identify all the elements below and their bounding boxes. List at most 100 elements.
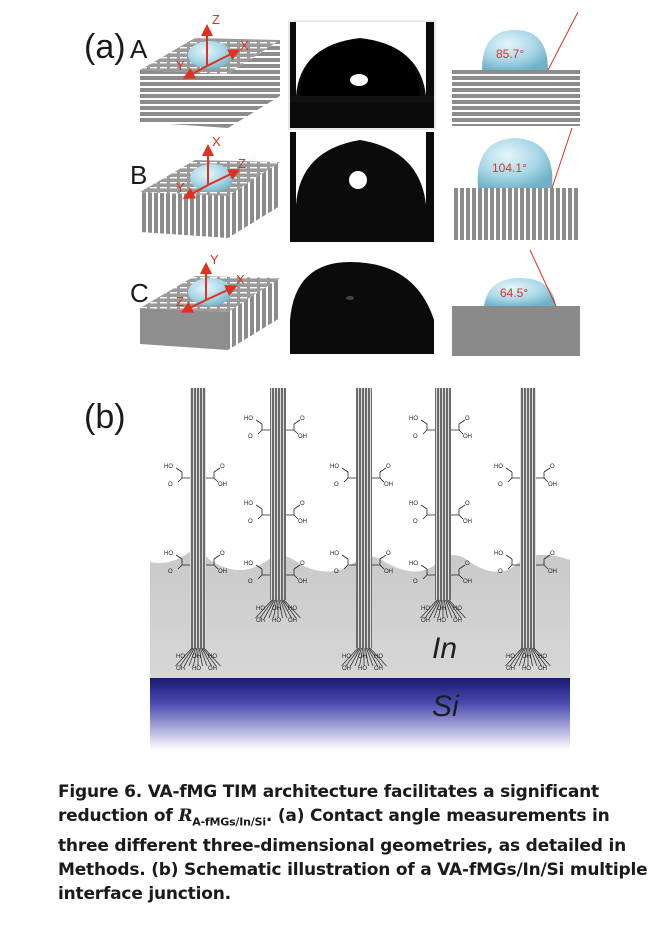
chem-label: OH [522, 654, 531, 660]
chem-label: HO [164, 551, 173, 557]
chem-label: OH [374, 666, 383, 672]
axis-c-left: Z [176, 294, 184, 309]
caption-r-subscript: A-fMGs/In/Si [192, 815, 266, 829]
axis-c-up: Y [210, 252, 219, 267]
axis-a-up: Z [212, 12, 220, 27]
axis-c-right: X [236, 272, 245, 287]
figure-caption: Figure 6. VA-fMG TIM architecture facili… [58, 780, 648, 906]
chem-label: O [334, 482, 339, 488]
droplet-photo-c [290, 248, 434, 354]
chem-label: OH [218, 569, 227, 575]
angle-a: 85.7° [496, 47, 524, 61]
carboxyl-group: OOH [286, 501, 307, 525]
chem-label: O [220, 551, 225, 557]
functional-groups: HO O O OH HO O O OH HO OH HO OH HO OH HO O O OH HO O O OH HO O O… [164, 416, 557, 672]
chem-label: OH [463, 579, 472, 585]
chem-label: HO [244, 416, 253, 422]
droplet-photo-b [290, 132, 434, 242]
chem-label: HO [330, 551, 339, 557]
carboxyl-group: OOH [536, 464, 557, 488]
chem-label: HO [453, 606, 462, 612]
axis-b-left: Y [176, 180, 185, 195]
chem-label: O [168, 569, 173, 575]
carboxyl-group: HOO [409, 416, 435, 440]
nanotube-bundle [356, 388, 372, 648]
chem-label: HO [244, 561, 253, 567]
droplet-3d-a [188, 41, 232, 69]
row-c: C Y X Z 64.5° [130, 248, 580, 356]
chem-label: HO [342, 654, 351, 660]
caption-r-symbol: R [178, 806, 193, 826]
panel-b-label: (b) [84, 398, 126, 436]
chem-label: OH [288, 618, 297, 624]
chem-label: OH [176, 666, 185, 672]
carboxyl-group: O OH [536, 551, 557, 575]
axes-b [182, 144, 241, 199]
chem-label: O [386, 551, 391, 557]
chem-label: O [550, 551, 555, 557]
chem-label: OH [218, 482, 227, 488]
chem-label: HO [437, 618, 446, 624]
chem-label: HO [522, 666, 531, 672]
chem-label: HO [538, 654, 547, 660]
axis-a-right: X [240, 38, 249, 53]
chem-label: HO [288, 606, 297, 612]
chem-label: O [168, 482, 173, 488]
chem-label: O [220, 464, 225, 470]
nanotube-bundle [520, 388, 536, 648]
chem-label: O [465, 416, 470, 422]
angle-c: 64.5° [500, 286, 528, 300]
chem-label: OH [548, 569, 557, 575]
side-view-a [452, 11, 580, 126]
chem-label: HO [494, 551, 503, 557]
nanotube-bundle [190, 388, 206, 648]
bundle-root [175, 647, 221, 667]
chem-label: OH [463, 434, 472, 440]
angle-b: 104.1° [492, 161, 527, 175]
chem-label: OH [272, 606, 281, 612]
chem-label: OH [437, 606, 446, 612]
carboxyl-group: HOO [494, 551, 520, 575]
chem-label: HO [256, 606, 265, 612]
chem-label: O [413, 434, 418, 440]
chem-label: OH [342, 666, 351, 672]
chem-label: HO [494, 464, 503, 470]
carboxyl-group: OOH [451, 561, 472, 585]
droplet-photo-a [288, 20, 436, 130]
carboxyl-group: HOO [164, 464, 190, 488]
droplet-3d-b [190, 164, 234, 192]
row-b-letter: B [130, 160, 147, 190]
nanotube-bundle [435, 388, 451, 600]
silicon-layer [150, 678, 570, 750]
axes-c [180, 262, 238, 313]
carboxyl-group: OOH [286, 416, 307, 440]
silicon-label: Si [432, 690, 460, 723]
nanotube-bundle [270, 388, 286, 600]
row-b: B X Z Y 104.1° [130, 127, 580, 242]
carboxyl-group: O OH [451, 416, 472, 440]
chem-label: HO [330, 464, 339, 470]
carboxyl-group: HOO [244, 416, 270, 440]
row-c-letter: C [130, 278, 149, 308]
indium-label: In [432, 632, 457, 665]
side-view-c [452, 249, 580, 356]
carboxyl-group: HOO [409, 561, 435, 585]
chem-label: O [498, 482, 503, 488]
chem-label: O [300, 561, 305, 567]
bundle-root [341, 647, 387, 667]
chem-label: O [386, 464, 391, 470]
chem-label: O [248, 579, 253, 585]
chem-label: O [334, 569, 339, 575]
chem-label: O [300, 416, 305, 422]
axes-a [182, 24, 241, 79]
carboxyl-group: HO O [244, 561, 270, 585]
nanotube-bundles [175, 388, 551, 667]
chem-label: HO [176, 654, 185, 660]
chem-label: HO [409, 501, 418, 507]
chem-label: O [550, 464, 555, 470]
chem-label: OH [506, 666, 515, 672]
carboxyl-group: O OH [206, 464, 227, 488]
chem-label: HO [208, 654, 217, 660]
chem-label: OH [384, 482, 393, 488]
